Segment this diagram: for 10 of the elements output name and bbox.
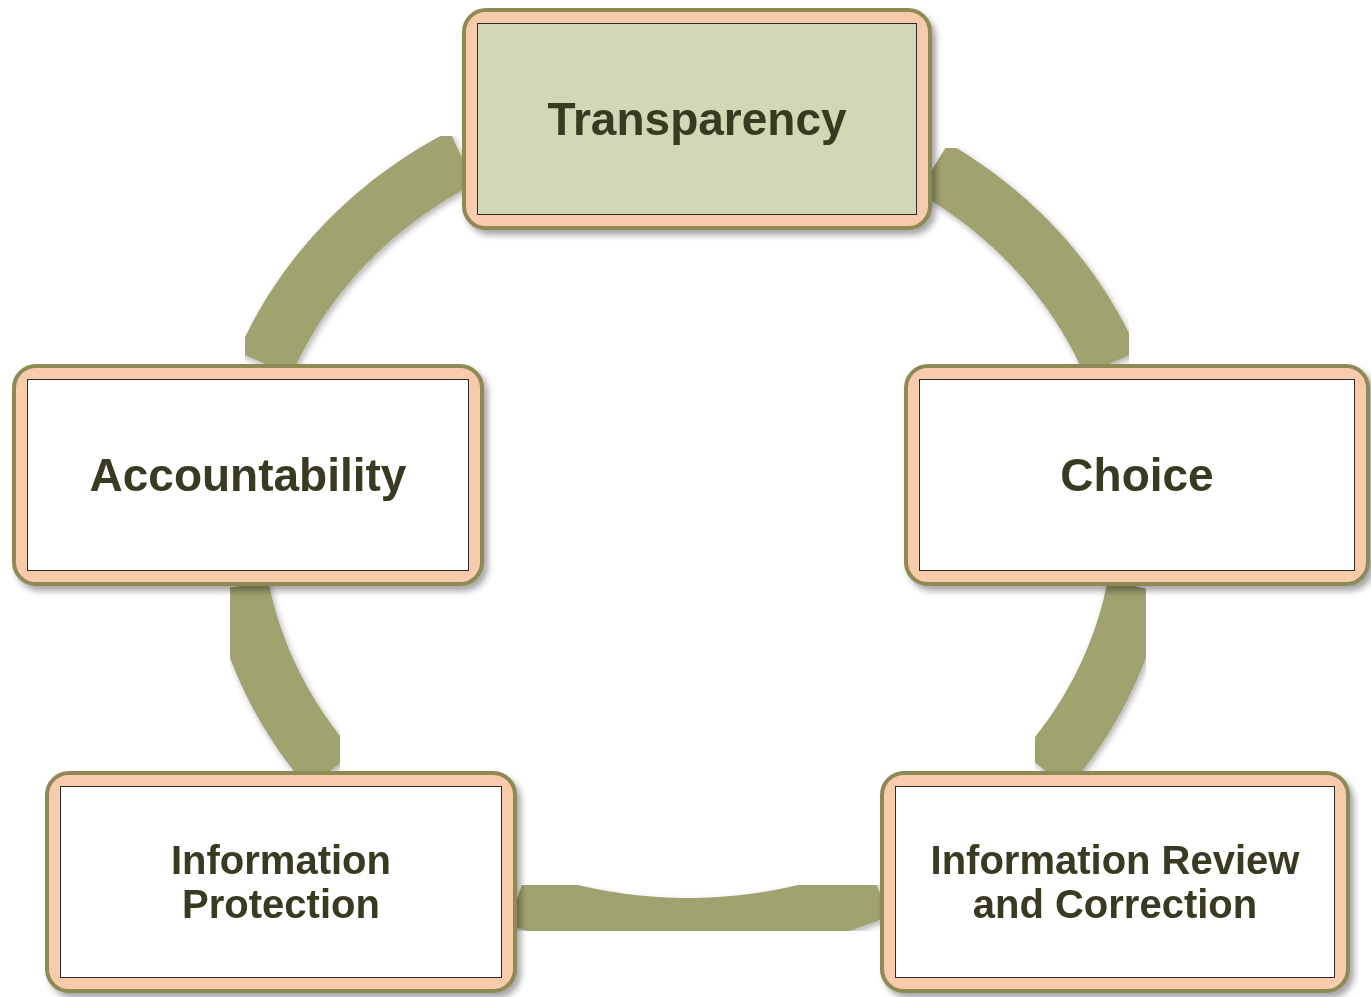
box-label: Accountability (89, 449, 407, 501)
process-box (880, 771, 1350, 993)
process-box (462, 8, 932, 230)
process-box (904, 364, 1370, 586)
box-label: Transparency (547, 93, 847, 145)
process-box (12, 364, 484, 586)
box-label: Choice (1060, 449, 1214, 501)
process-box (45, 771, 517, 993)
box-label: Information Review and Correction (929, 838, 1301, 926)
box-label: Information Protection (170, 838, 392, 926)
